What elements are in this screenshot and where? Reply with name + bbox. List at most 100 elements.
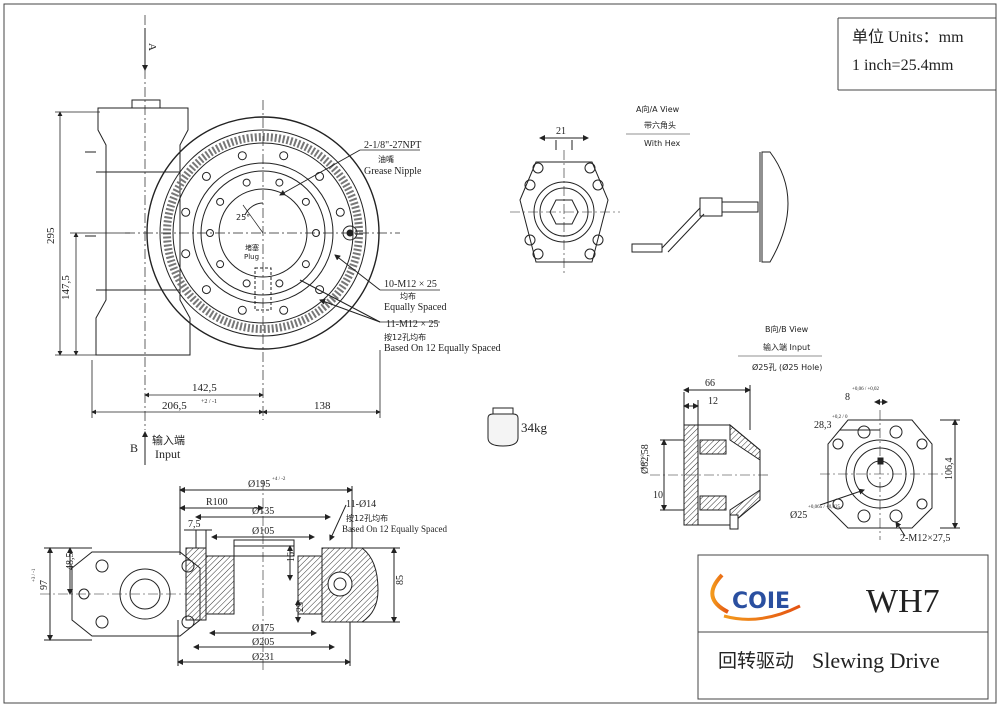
bolt-hole [301, 197, 310, 206]
angle-label: 25° [236, 213, 250, 222]
units-line2: 1 inch=25.4mm [852, 57, 954, 74]
sheet-border [3, 3, 997, 704]
outer-bolt-holes [181, 151, 345, 315]
section-view [40, 480, 400, 670]
dim-phi105: Ø105 [252, 526, 274, 537]
grease-en: Grease Nipple [364, 166, 422, 177]
dim-16: 16 [286, 552, 297, 562]
product-name-cn: 回转驱动 [718, 650, 794, 672]
dim-10: 10 [653, 490, 663, 501]
dim-142-5: 142,5 [192, 382, 217, 394]
front-dimensions [55, 111, 381, 418]
bolt-hole [237, 305, 247, 315]
dim-phi205: Ø205 [252, 637, 274, 648]
bolt-hole [201, 285, 211, 295]
view-b-letter: B [130, 441, 138, 455]
bolt-hole [275, 178, 284, 187]
dim-97-tol: +3 / -1 [32, 568, 37, 582]
view-a-cn: 带六角头 [644, 120, 676, 130]
dim-phi25: Ø25 [790, 510, 807, 521]
bolts10-cn: 均布 [400, 291, 416, 301]
input-label-en: Input [155, 447, 181, 461]
logo-text: COIE [732, 589, 790, 614]
view-b-title: B向/B View [765, 324, 809, 334]
bolt-hole [315, 171, 325, 181]
bolt-hole [201, 171, 211, 181]
dim-85: 85 [395, 575, 406, 585]
view-a-letter: A [146, 43, 158, 51]
holes-en: Based On 12 Equally Spaced [342, 524, 447, 534]
dim-206-5: 206,5 [162, 400, 187, 412]
bolts10-callout: 10-M12 × 25 均布 Equally Spaced [380, 279, 446, 313]
bolt-hole [335, 207, 345, 217]
bolt-hole [216, 260, 225, 269]
dim-phi135: Ø135 [252, 506, 274, 517]
logo-underline [723, 604, 801, 621]
dim-phi175: Ø175 [252, 623, 274, 634]
dim-12: 12 [708, 396, 718, 407]
dim-8-tol: +0,06 / +0,02 [852, 387, 880, 392]
dim-28-3: 28,3 [814, 420, 832, 431]
bolts11-en: Based On 12 Equally Spaced [384, 343, 501, 354]
bolt-hole [279, 151, 289, 161]
dim-138: 138 [314, 400, 331, 412]
logo-swoosh [710, 573, 729, 614]
dim-82-58: Ø82,58 [640, 444, 651, 474]
bolt-hole [279, 305, 289, 315]
bolts11-title: 11-M12 × 25 [386, 319, 439, 330]
dim-7-5: 7,5 [188, 519, 201, 530]
bolts11-cn: 按12孔均布 [384, 332, 426, 342]
model-number: WH7 [866, 583, 940, 620]
bolts10-title: 10-M12 × 25 [384, 279, 437, 290]
dim-82-58-tol: +0,05 / 0 [641, 454, 646, 472]
bolts11-callout: 11-M12 × 25 按12孔均布 Based On 12 Equally S… [380, 319, 501, 354]
plug-label-en: Plug [244, 253, 259, 261]
view-b-cn: 输入端 Input [763, 342, 810, 352]
dim-28-3-tol: +0,2 / 0 [832, 415, 848, 420]
front-view [85, 15, 400, 430]
view-a-en: With Hex [644, 139, 681, 148]
bolt-hole [315, 285, 325, 295]
bolts-2-m12: 2-M12×27,5 [900, 533, 950, 544]
dim-295: 295 [45, 227, 57, 244]
inner-bolt-holes [206, 178, 320, 288]
grease-title: 2-1/8"-27NPT [364, 140, 421, 151]
dim-phi195: Ø195 [248, 479, 270, 490]
bolt-hole [237, 151, 247, 161]
plug-label-cn: 堵塞 [245, 243, 259, 252]
input-label-cn: 输入端 [152, 433, 185, 447]
view-b-flange [819, 399, 960, 540]
dim-25: 25 [295, 602, 306, 612]
dim-phi231: Ø231 [252, 652, 274, 663]
holes-title: 11-Ø14 [346, 499, 376, 510]
dim-8: 8 [845, 392, 850, 403]
grease-callout: 2-1/8"-27NPT 油嘴 Grease Nipple [360, 140, 422, 177]
holes-cn: 按12孔均布 [346, 513, 388, 523]
view-a-title: A向/A View [636, 104, 680, 114]
weight-icon [487, 407, 519, 447]
bolt-hole [242, 178, 251, 187]
bolt-hole [216, 197, 225, 206]
bolts10-en: Equally Spaced [384, 302, 446, 313]
view-a [510, 135, 789, 275]
bolt-hole [275, 279, 284, 288]
view-b-hole: Ø25孔 (Ø25 Hole) [752, 362, 822, 372]
grease-cn: 油嘴 [378, 154, 394, 164]
bolt-hole [301, 260, 310, 269]
dim-106-4: 106,4 [944, 458, 955, 481]
bolt-hole [242, 279, 251, 288]
dim-66: 66 [705, 378, 715, 389]
view-b-arrow: B 输入端 Input [130, 431, 185, 465]
dim-147-5: 147,5 [60, 275, 72, 300]
bolt-hole [181, 207, 191, 217]
title-block: COIE WH7 回转驱动 Slewing Drive [697, 554, 989, 700]
dim-phi25-tol: +0,065 / +0,025 [808, 505, 841, 510]
dim-r100: R100 [206, 497, 228, 508]
units-line1: 单位 Units：mm [852, 28, 964, 46]
dim-phi195-tol: +4 / -2 [272, 477, 286, 482]
view-b-section [650, 385, 770, 530]
bolt-hole [181, 249, 191, 259]
view-a-dim-21: 21 [556, 126, 566, 137]
